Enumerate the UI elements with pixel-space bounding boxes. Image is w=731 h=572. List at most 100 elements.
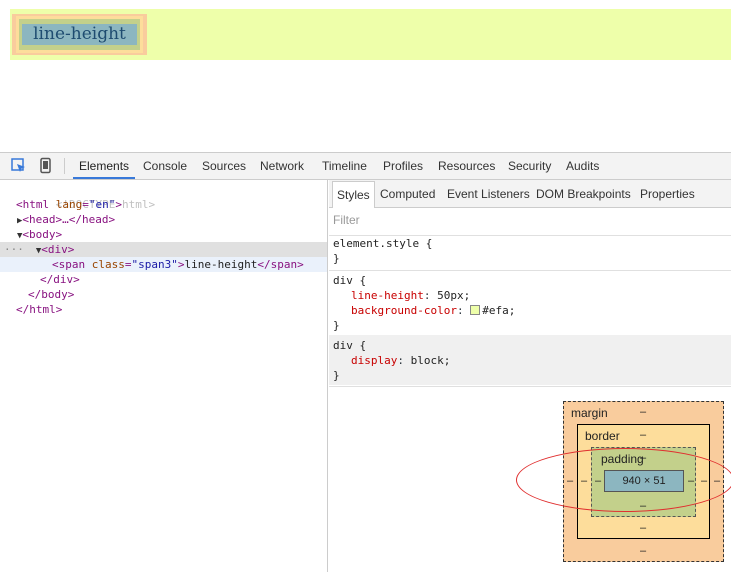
prop-name: line-height [351, 289, 424, 302]
padding-right-value[interactable]: – [688, 475, 695, 487]
margin-top-value[interactable]: – [640, 406, 647, 418]
html-close-tag: </html> [16, 303, 63, 316]
rule-divider [329, 235, 731, 236]
sidebar-tabs: Styles Computed Event Listeners DOM Brea… [329, 180, 731, 208]
page-div[interactable]: line-height [10, 9, 731, 60]
toolbar-separator [64, 158, 65, 174]
styles-filter-input[interactable]: Filter [333, 213, 360, 227]
subtab-properties[interactable]: Properties [640, 187, 695, 201]
border-right-value[interactable]: – [701, 475, 708, 487]
styles-sidebar: Styles Computed Event Listeners DOM Brea… [329, 180, 731, 572]
rule-divider [329, 386, 731, 387]
span-close-tag: </span> [257, 258, 304, 271]
span-padding-overlay: line-height [19, 19, 140, 50]
margin-label: margin [571, 406, 608, 420]
prop-name: display [351, 354, 398, 367]
doctype-text: <!DOCTYPE html> [55, 198, 156, 211]
prop-value: block; [410, 354, 451, 367]
span-margin-overlay: line-height [12, 14, 147, 55]
element-style-selector: element.style { [333, 237, 433, 250]
html-open-tag: <html [16, 198, 50, 211]
tab-profiles[interactable]: Profiles [383, 159, 424, 173]
html-attr-name: lang [55, 198, 83, 211]
box-model-border[interactable]: border – – – – padding – – – – 940 × 51 [577, 424, 710, 539]
subtab-styles[interactable]: Styles [332, 181, 375, 208]
dom-doctype[interactable]: <!DOCTYPE html> [16, 182, 155, 211]
span-text-node: line-height [184, 258, 258, 271]
elements-tree: <!DOCTYPE html> <html lang="en"> ▶<head>… [0, 180, 328, 572]
border-top-value[interactable]: – [640, 429, 647, 441]
margin-bottom-value[interactable]: – [640, 545, 647, 557]
dom-div-close[interactable]: </div> [40, 272, 80, 287]
span-attr-value: "span3" [131, 258, 178, 271]
page-viewport: line-height [0, 0, 731, 152]
padding-bottom-value[interactable]: – [640, 500, 647, 512]
tab-audits[interactable]: Audits [566, 159, 600, 173]
rule-element-style[interactable]: element.style { } [329, 236, 731, 268]
border-label: border [585, 429, 620, 443]
box-model-margin[interactable]: margin – – – – border – – – – padding – … [563, 401, 724, 562]
more-dots-icon[interactable]: ··· [4, 243, 24, 256]
rule2-selector: div { [333, 339, 367, 352]
padding-left-value[interactable]: – [595, 475, 602, 487]
expand-triangle-icon[interactable]: ▶ [17, 216, 23, 226]
collapse-triangle-icon[interactable]: ▼ [17, 231, 23, 241]
tab-timeline[interactable]: Timeline [322, 159, 367, 173]
tab-elements[interactable]: Elements [73, 153, 136, 179]
box-model-content[interactable]: 940 × 51 [604, 470, 684, 492]
border-left-value[interactable]: – [581, 475, 588, 487]
rule-close-brace: } [333, 252, 340, 265]
rule-div-user-agent[interactable]: div { display: block; } [329, 335, 731, 385]
div-open-tag: <div> [41, 243, 75, 256]
margin-right-value[interactable]: – [714, 475, 721, 487]
prop-value: 50px; [437, 289, 471, 302]
tab-network[interactable]: Network [260, 159, 305, 173]
padding-top-value[interactable]: – [640, 452, 647, 464]
dom-body-open[interactable]: ▼<body> [17, 227, 62, 242]
devtools-panel: Elements Console Sources Network Timelin… [0, 152, 731, 572]
span-open-tag: <span [52, 258, 86, 271]
dom-span[interactable]: <span class="span3">line-height</span> [0, 257, 327, 272]
prop-value: #efa; [482, 304, 516, 317]
prop-line-height[interactable]: line-height: 50px; [351, 289, 471, 302]
rule1-selector: div { [333, 274, 367, 287]
tab-console[interactable]: Console [143, 159, 188, 173]
prop-name: background-color [351, 304, 457, 317]
span-open-close: > [177, 258, 185, 271]
rule-close-brace: } [333, 369, 340, 382]
dom-html-open[interactable]: <html lang="en"> [16, 198, 122, 211]
rule-close-brace: } [333, 319, 340, 332]
box-model-padding[interactable]: padding – – – – 940 × 51 [591, 447, 696, 517]
span-border-overlay: line-height [16, 16, 143, 53]
tab-resources[interactable]: Resources [438, 159, 496, 173]
prop-display[interactable]: display: block; [351, 354, 451, 367]
rule-div-author[interactable]: div { line-height: 50px; background-colo… [329, 273, 731, 333]
div-close-tag: </div> [40, 273, 80, 286]
collapse-triangle-icon[interactable]: ▼ [35, 246, 42, 256]
border-bottom-value[interactable]: – [640, 522, 647, 534]
body-open-tag: <body> [22, 228, 63, 241]
dom-div-open[interactable]: ··· ▼<div> [0, 242, 327, 257]
head-collapsed: <head>…</head> [22, 213, 116, 226]
prop-background-color[interactable]: background-color: #efa; [351, 304, 516, 317]
html-close-bracket: > [115, 198, 122, 211]
tab-sources[interactable]: Sources [202, 159, 247, 173]
dom-html-close[interactable]: </html> [16, 302, 62, 317]
rule-divider [329, 270, 731, 271]
dom-head[interactable]: ▶<head>…</head> [17, 212, 115, 227]
span-attr-name: class [91, 258, 125, 271]
tab-security[interactable]: Security [508, 159, 552, 173]
color-swatch-icon[interactable] [470, 305, 481, 315]
html-attr-value: "en" [88, 198, 116, 211]
inspect-element-icon[interactable] [10, 157, 28, 175]
subtab-event-listeners[interactable]: Event Listeners [447, 187, 530, 201]
devtools-toolbar: Elements Console Sources Network Timelin… [0, 153, 731, 180]
device-mode-icon[interactable] [37, 157, 55, 175]
padding-label: padding [601, 452, 644, 466]
subtab-computed[interactable]: Computed [380, 187, 436, 201]
subtab-dom-breakpoints[interactable]: DOM Breakpoints [536, 187, 631, 201]
dom-body-close[interactable]: </body> [28, 287, 74, 302]
body-close-tag: </body> [28, 288, 75, 301]
margin-left-value[interactable]: – [567, 475, 574, 487]
page-span-text[interactable]: line-height [22, 24, 137, 45]
